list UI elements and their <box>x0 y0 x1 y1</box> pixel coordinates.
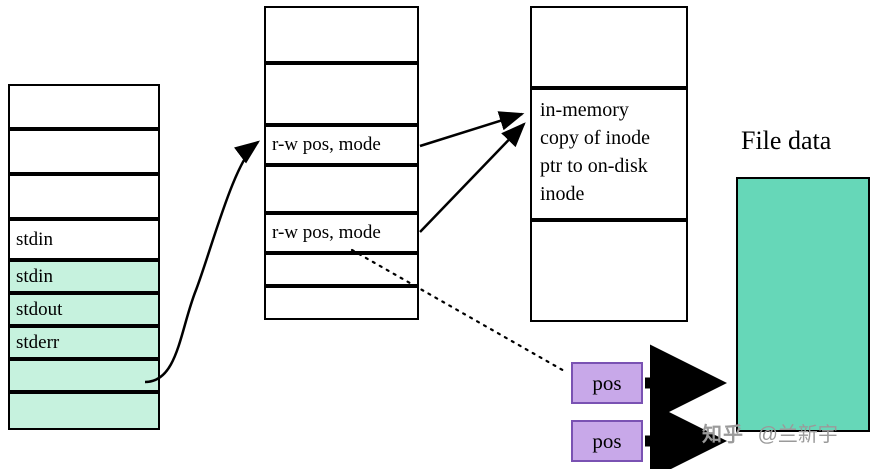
inode-row-content <box>530 88 688 220</box>
fd-row-7 <box>8 392 160 430</box>
watermark-handle: @兰新宇 <box>757 424 838 446</box>
fd-row-2 <box>8 174 160 219</box>
arrow-oft1-to-inode <box>419 111 525 148</box>
fd-row-3: stdin <box>8 219 160 260</box>
oft-row-0 <box>264 6 419 63</box>
inode-line-3: inode <box>540 183 585 205</box>
arrow-oft2-to-inode <box>419 122 526 233</box>
oft-row-3 <box>264 165 419 213</box>
fd-row-stdout: stdout <box>8 293 160 326</box>
file-data-block <box>736 177 870 432</box>
arrow-fd-to-oft <box>144 140 260 384</box>
inode-row-0 <box>530 6 688 88</box>
inode-line-2: ptr to on-disk <box>540 155 648 177</box>
oft-row-6 <box>264 286 419 320</box>
fd-row-1 <box>8 129 160 174</box>
oft-row-rw2: r-w pos, mode <box>264 213 419 253</box>
inode-row-2 <box>530 220 688 322</box>
inode-line-1: copy of inode <box>540 127 650 149</box>
oft-row-5 <box>264 253 419 286</box>
watermark: 知乎 @兰新宇 <box>702 418 838 447</box>
fd-row-stdout-label: stdout <box>16 298 63 320</box>
fd-row-stdin: stdin <box>8 260 160 293</box>
fd-row-stdin-label: stdin <box>16 265 53 287</box>
fd-row-stderr: stderr <box>8 326 160 359</box>
inode-line-0: in-memory <box>540 99 629 121</box>
oft-row-rw2-label: r-w pos, mode <box>272 222 381 243</box>
oft-row-1 <box>264 63 419 125</box>
fd-row-0 <box>8 84 160 129</box>
pos-box-1: pos <box>571 362 643 404</box>
oft-row-rw1-label: r-w pos, mode <box>272 134 381 155</box>
fd-row-3-label: stdin <box>16 228 53 250</box>
file-data-title: File data <box>741 126 832 155</box>
oft-row-rw1: r-w pos, mode <box>264 125 419 165</box>
watermark-logo: 知乎 <box>702 424 744 446</box>
fd-row-6 <box>8 359 160 392</box>
pos-box-2: pos <box>571 420 643 462</box>
fd-row-stderr-label: stderr <box>16 331 60 353</box>
